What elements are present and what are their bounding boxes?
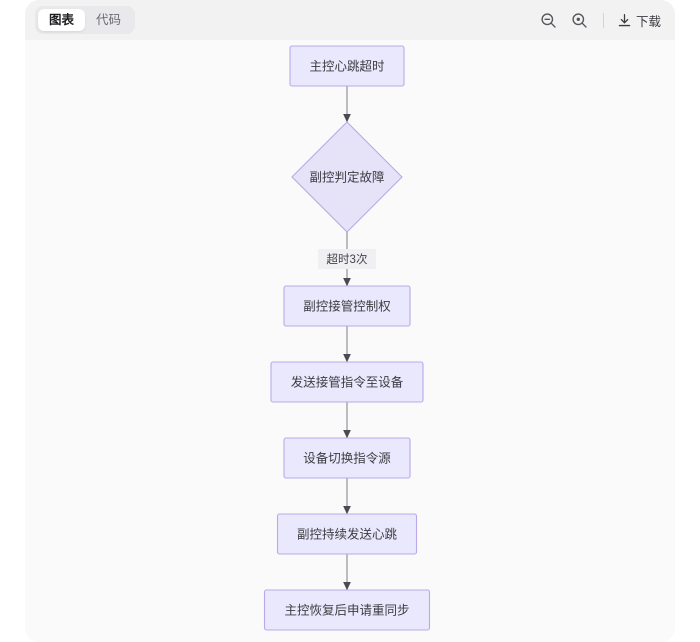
download-label: 下载 bbox=[635, 14, 661, 29]
node-shape-rect bbox=[276, 513, 418, 555]
download-icon bbox=[617, 13, 632, 28]
flowchart-svg: 超时3次 主控心跳超时副控判定故障副控接管控制权发送接管指令至设备设备切换指令源… bbox=[263, 45, 431, 631]
edge-label: 超时3次 bbox=[327, 252, 368, 266]
edge-n2-n3: 超时3次 bbox=[318, 232, 376, 287]
nodes-layer: 主控心跳超时副控判定故障副控接管控制权发送接管指令至设备设备切换指令源副控持续发… bbox=[263, 45, 431, 631]
edges-layer: 超时3次 bbox=[318, 86, 376, 591]
node-label: 发送接管指令至设备 bbox=[291, 374, 404, 389]
node-label: 主控心跳超时 bbox=[309, 58, 385, 73]
flowchart-node[interactable]: 主控恢复后申请重同步 bbox=[263, 589, 431, 631]
flowchart-node[interactable]: 副控持续发送心跳 bbox=[276, 513, 418, 555]
diagram-viewer-card: 图表 代码 bbox=[25, 0, 675, 642]
flowchart-node[interactable]: 设备切换指令源 bbox=[283, 437, 411, 479]
edge-label-bg bbox=[318, 249, 376, 269]
node-shape-rect bbox=[283, 285, 411, 327]
tab-code[interactable]: 代码 bbox=[96, 13, 122, 27]
download-button[interactable]: 下载 bbox=[617, 11, 661, 30]
zoom-out-icon[interactable] bbox=[539, 10, 559, 30]
node-label: 设备切换指令源 bbox=[303, 450, 391, 465]
flowchart-node[interactable]: 副控接管控制权 bbox=[283, 285, 411, 327]
node-label: 副控持续发送心跳 bbox=[297, 526, 398, 541]
flowchart-node[interactable]: 副控判定故障 bbox=[291, 121, 403, 233]
toolbar-divider bbox=[602, 12, 604, 28]
node-label: 副控判定故障 bbox=[309, 169, 384, 184]
view-mode-tab-group[interactable]: 图表 代码 bbox=[35, 6, 136, 34]
flowchart-node[interactable]: 主控心跳超时 bbox=[289, 45, 405, 87]
flowchart-node[interactable]: 发送接管指令至设备 bbox=[270, 361, 424, 403]
node-shape-rect bbox=[263, 589, 431, 631]
node-label: 副控接管控制权 bbox=[303, 298, 391, 313]
viewer-toolbar: 图表 代码 bbox=[25, 0, 675, 40]
node-shape-diamond bbox=[291, 121, 403, 233]
node-shape-rect bbox=[270, 361, 424, 403]
node-label: 主控恢复后申请重同步 bbox=[284, 602, 409, 617]
node-shape-rect bbox=[289, 45, 405, 87]
diagram-canvas[interactable]: 超时3次 主控心跳超时副控判定故障副控接管控制权发送接管指令至设备设备切换指令源… bbox=[25, 40, 675, 642]
zoom-reset-icon[interactable] bbox=[570, 10, 590, 30]
toolbar-actions: 下载 bbox=[539, 0, 661, 40]
tab-chart[interactable]: 图表 bbox=[38, 9, 86, 31]
node-shape-rect bbox=[283, 437, 411, 479]
